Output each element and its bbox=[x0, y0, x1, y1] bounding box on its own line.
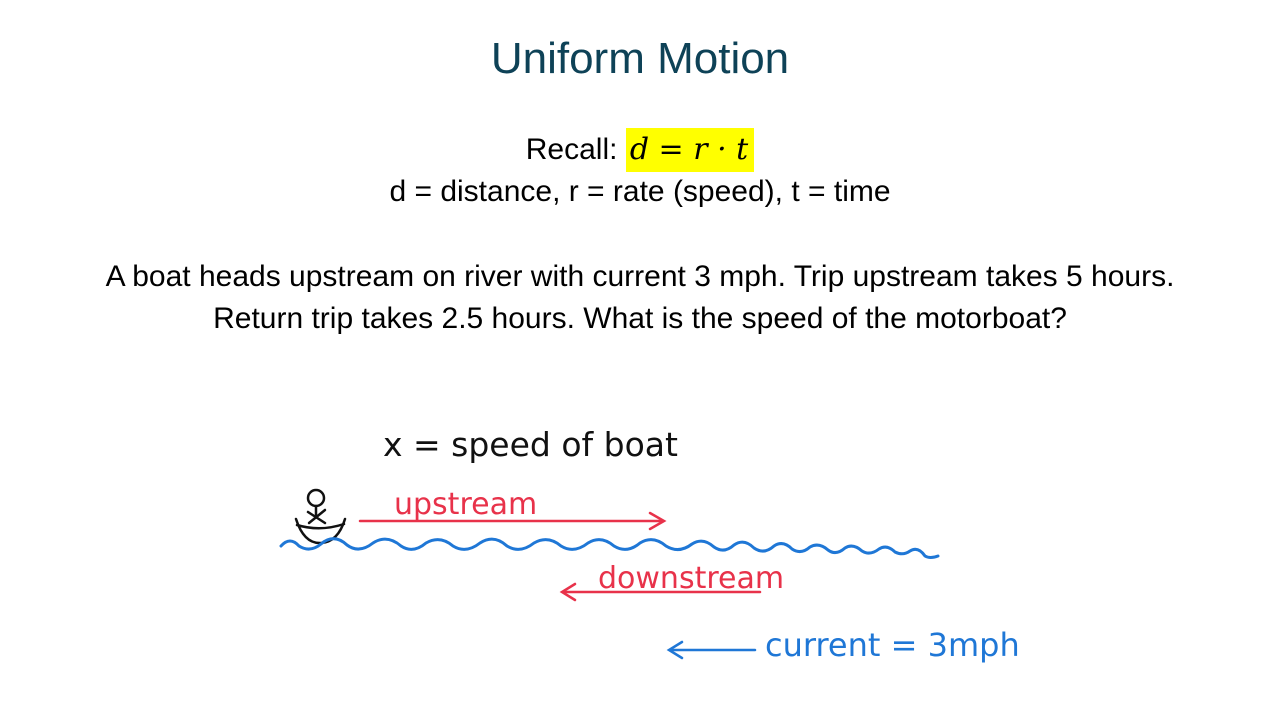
slide-title: Uniform Motion bbox=[490, 34, 790, 83]
downstream-label: downstream bbox=[598, 561, 784, 596]
problem-statement: A boat heads upstream on river with curr… bbox=[105, 260, 1175, 335]
variable-annotation: x = speed of boat bbox=[383, 425, 678, 464]
variable-definitions: d = distance, r = rate (speed), t = time bbox=[389, 175, 891, 208]
recall-line: Recall: d = r · t bbox=[0, 128, 1280, 172]
downstream-arrow bbox=[559, 582, 762, 602]
current-label: current = 3mph bbox=[765, 626, 1020, 664]
upstream-arrow bbox=[358, 511, 667, 531]
current-arrow bbox=[666, 640, 757, 660]
upstream-label: upstream bbox=[394, 487, 537, 522]
recall-label: Recall: bbox=[525, 133, 618, 166]
formula-highlight: d = r · t bbox=[625, 128, 755, 172]
river-waves bbox=[279, 537, 940, 559]
boat-icon bbox=[294, 488, 347, 545]
